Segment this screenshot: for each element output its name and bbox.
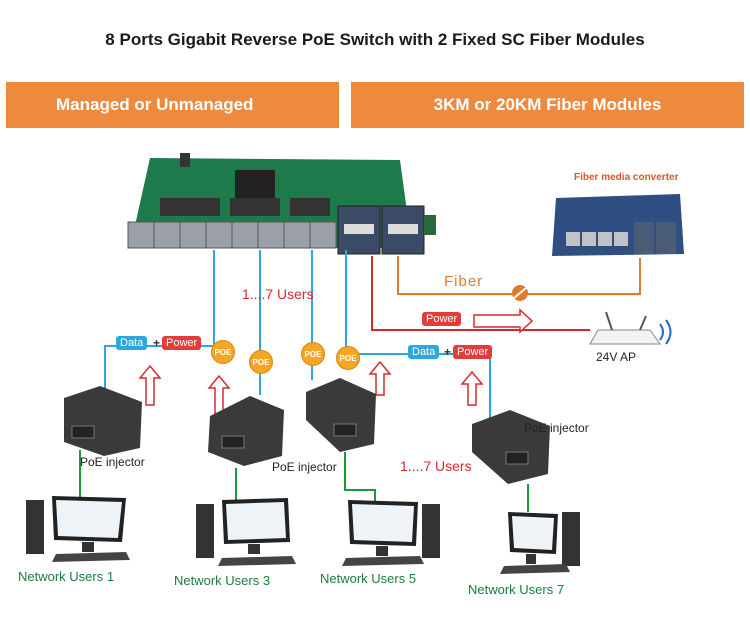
network-users-label: Network Users 5 xyxy=(320,571,417,586)
plus-right: + xyxy=(444,345,452,359)
poe-badge: POE xyxy=(249,350,273,374)
users-label-right: 1....7 Users xyxy=(400,458,472,474)
data-tag-right: Data xyxy=(408,345,440,359)
switch-board xyxy=(127,153,436,255)
fiber-media-converter xyxy=(552,194,684,256)
power-tag-right: Power xyxy=(453,345,493,359)
poe-injectors xyxy=(64,378,550,484)
network-users-label: Network Users 3 xyxy=(174,573,271,588)
poe-injector-label: PoE injector xyxy=(524,421,589,435)
poe-injector-label: PoE injector xyxy=(272,460,337,474)
pcs xyxy=(26,496,580,574)
fiber-label: Fiber xyxy=(444,273,484,290)
network-users-label: Network Users 7 xyxy=(468,582,565,597)
page-title: 8 Ports Gigabit Reverse PoE Switch with … xyxy=(105,30,645,49)
fiber-media-converter-label: Fiber media converter xyxy=(574,172,679,183)
users-label-top: 1....7 Users xyxy=(242,286,314,302)
power-tag-left: Power xyxy=(162,336,202,350)
power-tag-ap: Power xyxy=(422,312,462,326)
ap-label: 24V AP xyxy=(596,350,637,364)
banner-managed: Managed or Unmanaged xyxy=(6,82,339,128)
poe-injector-label: PoE injector xyxy=(80,455,145,469)
poe-badge: POE xyxy=(301,342,325,366)
data-tag-left: Data xyxy=(116,336,148,350)
wireless-ap xyxy=(589,311,672,345)
network-users-label: Network Users 1 xyxy=(18,569,115,584)
plus-left: + xyxy=(153,336,161,350)
poe-badge: POE xyxy=(211,340,235,364)
banner-fiber-modules: 3KM or 20KM Fiber Modules xyxy=(351,82,744,128)
poe-badge: POE xyxy=(336,346,360,370)
